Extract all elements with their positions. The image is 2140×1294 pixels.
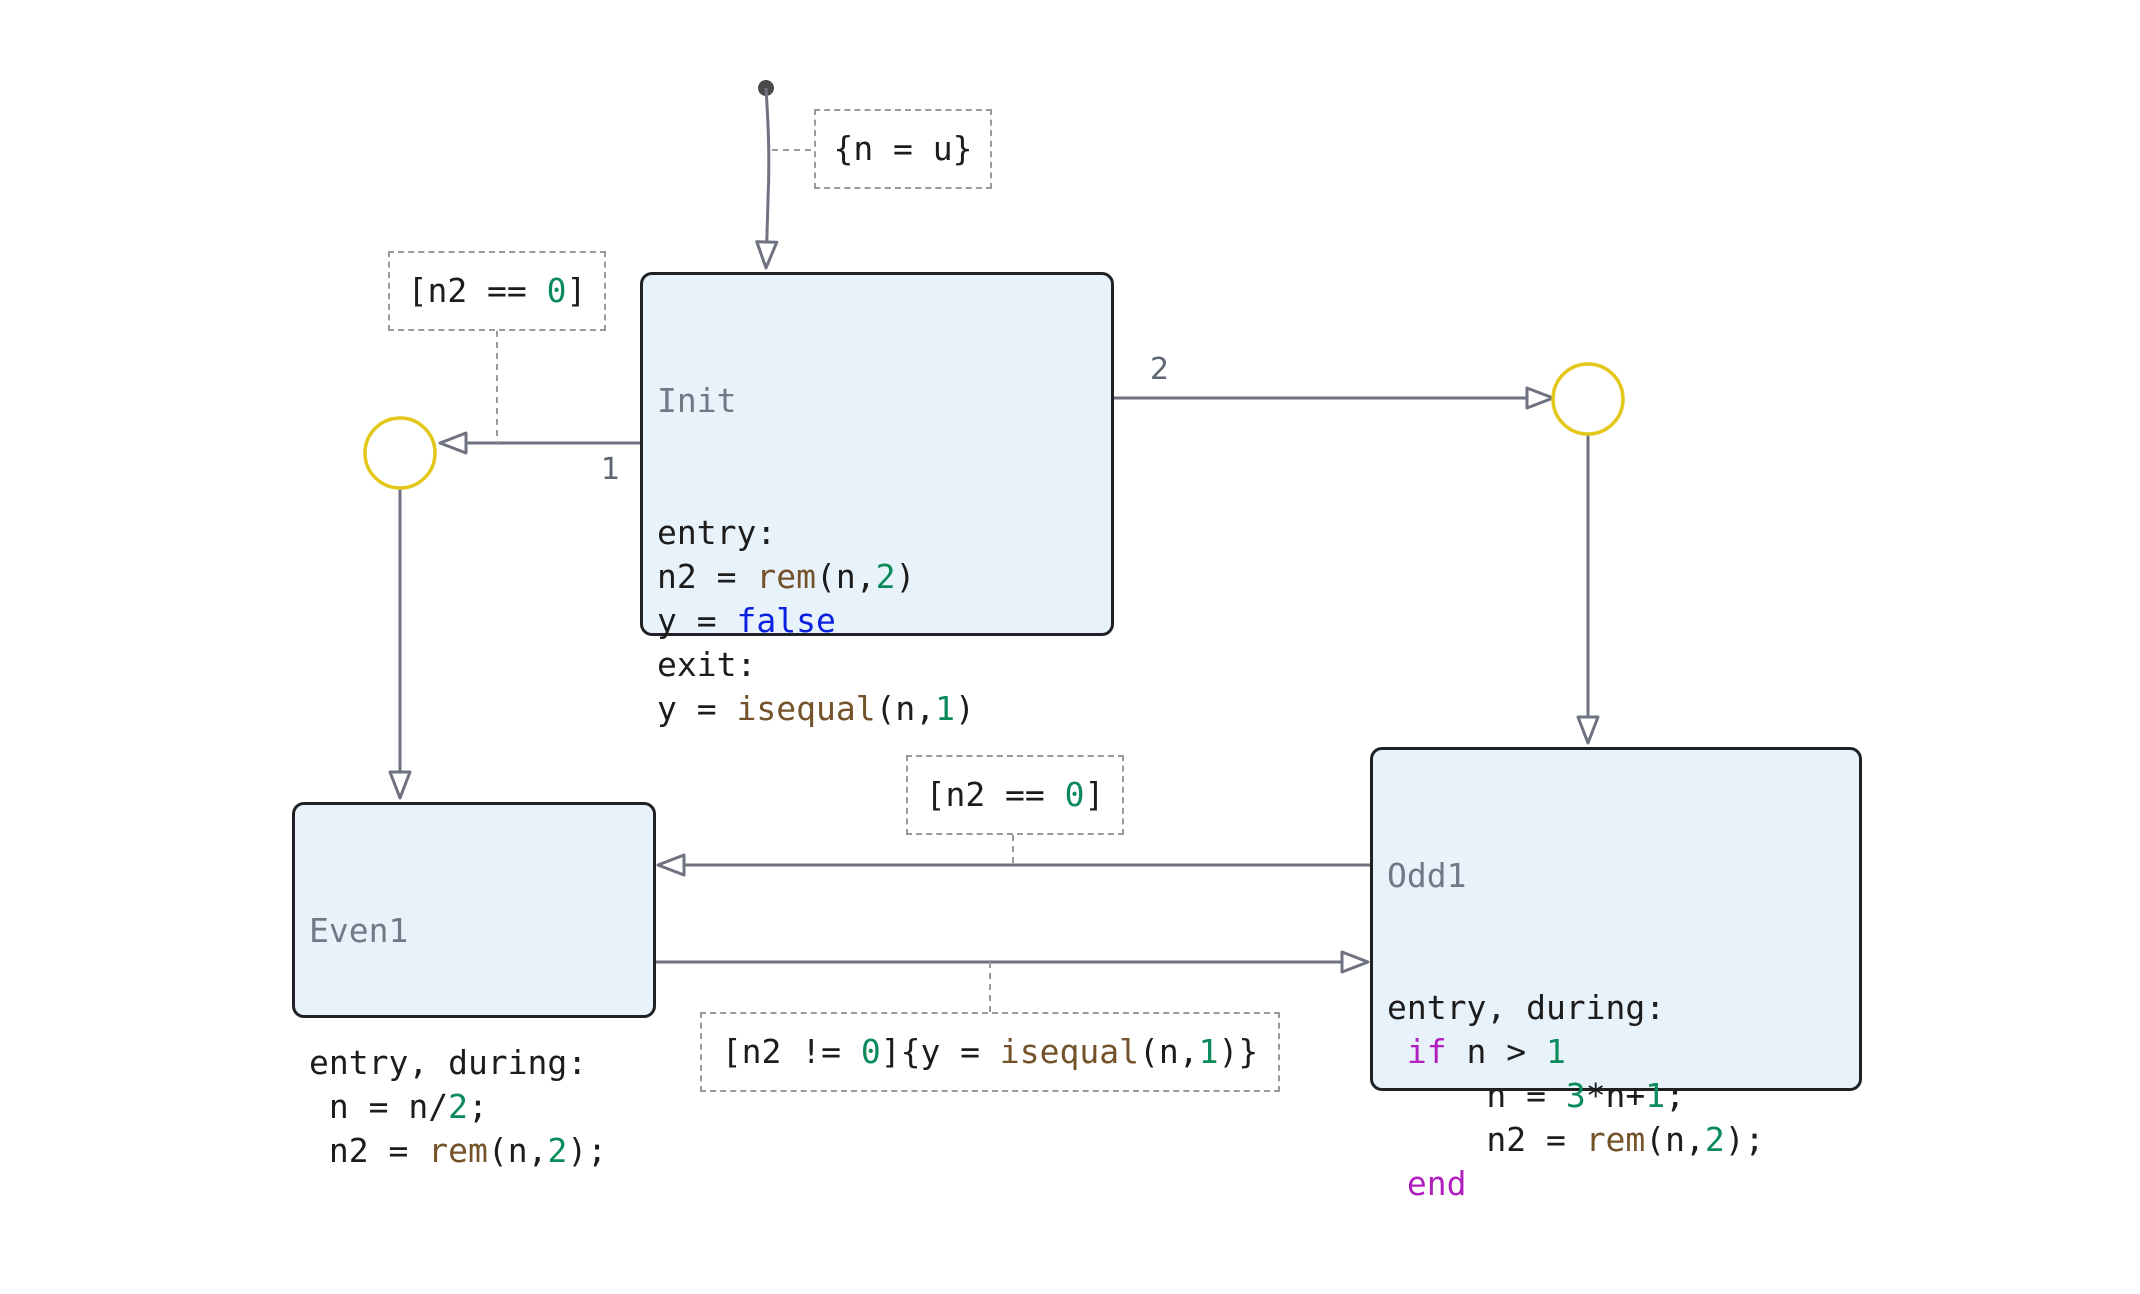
stateflow-chart: 1 2 {n = u} [n2 == 0] [n2 == 0] [n2 != 0… bbox=[292, 80, 1862, 1203]
code-token: isequal bbox=[999, 1032, 1139, 1071]
transition-order-1: 1 bbox=[601, 452, 621, 487]
code-token: ] bbox=[566, 271, 587, 310]
code-token: ); bbox=[1724, 1120, 1765, 1159]
state-even1[interactable]: Even1 entry, during: n = n/2; n2 = rem(n… bbox=[292, 802, 656, 1170]
code-token: 3 bbox=[1565, 1076, 1586, 1115]
code-token: false bbox=[736, 601, 836, 640]
code-token: ; bbox=[1665, 1076, 1686, 1115]
code-token: *n+ bbox=[1585, 1076, 1646, 1115]
code-token: entry, during: bbox=[309, 1043, 588, 1082]
code-token: (n, bbox=[1139, 1032, 1199, 1071]
code-token bbox=[1387, 1164, 1407, 1203]
code-token: {n = u} bbox=[833, 129, 973, 168]
code-token: (n, bbox=[815, 557, 876, 596]
code-token: n > bbox=[1446, 1032, 1546, 1071]
code-token: ] bbox=[1084, 775, 1105, 814]
code-token: (n, bbox=[1645, 1120, 1705, 1159]
guard-bottom-label: [n2 != 0]{y = isequal(n,1)} bbox=[700, 1012, 1280, 1092]
code-token: entry: bbox=[657, 513, 777, 552]
connectors-layer bbox=[363, 80, 1625, 1012]
code-token: ]{y = bbox=[880, 1032, 1000, 1071]
code-token: n2 = bbox=[309, 1131, 429, 1170]
code-token: ) bbox=[955, 689, 975, 728]
code-token: y = bbox=[657, 601, 737, 640]
code-token: rem bbox=[428, 1131, 488, 1170]
state-odd1-body: entry, during: if n > 1 n = 3*n+1; n2 = … bbox=[1387, 986, 1845, 1206]
left-junction[interactable] bbox=[363, 416, 437, 490]
code-line: n2 = rem(n,2); bbox=[1387, 1118, 1845, 1162]
code-line: entry, during: bbox=[309, 1041, 639, 1085]
code-token: isequal bbox=[736, 689, 876, 728]
code-token: n2 = bbox=[657, 557, 757, 596]
code-token: )} bbox=[1218, 1032, 1259, 1071]
guard-mid-label: [n2 == 0] bbox=[906, 755, 1124, 835]
code-token: 0 bbox=[860, 1032, 881, 1071]
code-line: n = n/2; bbox=[309, 1085, 639, 1129]
state-odd1[interactable]: Odd1 entry, during: if n > 1 n = 3*n+1; … bbox=[1370, 747, 1862, 1203]
code-line: exit: bbox=[657, 643, 1097, 687]
code-token: 2 bbox=[1704, 1120, 1725, 1159]
code-line: y = isequal(n,1) bbox=[657, 687, 1097, 731]
transition-order-2: 2 bbox=[1150, 352, 1170, 387]
code-token: exit: bbox=[657, 645, 757, 684]
code-token: if bbox=[1406, 1032, 1447, 1071]
code-token bbox=[1387, 1032, 1407, 1071]
code-token: 0 bbox=[1064, 775, 1085, 814]
state-even1-title: Even1 bbox=[309, 911, 409, 950]
code-token: (n, bbox=[487, 1131, 548, 1170]
code-token: 0 bbox=[546, 271, 567, 310]
code-line: n2 = rem(n,2) bbox=[657, 555, 1097, 599]
guard-even-top-label: [n2 == 0] bbox=[388, 251, 606, 331]
code-token: [n2 == bbox=[925, 775, 1065, 814]
code-token: y = bbox=[657, 689, 737, 728]
code-token: (n, bbox=[875, 689, 936, 728]
code-token: 2 bbox=[547, 1131, 568, 1170]
code-line: y = false bbox=[657, 599, 1097, 643]
code-token: n2 = bbox=[1387, 1120, 1586, 1159]
code-token: 2 bbox=[448, 1087, 468, 1126]
code-token: 1 bbox=[1545, 1032, 1566, 1071]
code-token: rem bbox=[756, 557, 816, 596]
code-token: ); bbox=[567, 1131, 608, 1170]
code-line: n2 = rem(n,2); bbox=[309, 1129, 639, 1173]
code-line: end bbox=[1387, 1162, 1845, 1206]
right-junction[interactable] bbox=[1551, 362, 1625, 436]
code-token: end bbox=[1406, 1164, 1467, 1203]
code-token: entry, during: bbox=[1387, 988, 1666, 1027]
state-odd1-title: Odd1 bbox=[1387, 856, 1467, 895]
code-token: [n2 != bbox=[721, 1032, 861, 1071]
state-even1-body: entry, during: n = n/2; n2 = rem(n,2); bbox=[309, 1041, 639, 1173]
code-token: 1 bbox=[1645, 1076, 1666, 1115]
code-line: entry, during: bbox=[1387, 986, 1845, 1030]
code-token: rem bbox=[1585, 1120, 1646, 1159]
code-token: 2 bbox=[875, 557, 896, 596]
code-token: ) bbox=[895, 557, 916, 596]
code-token: ; bbox=[467, 1087, 488, 1126]
code-token: 1 bbox=[935, 689, 956, 728]
code-line: if n > 1 bbox=[1387, 1030, 1845, 1074]
code-line: n = 3*n+1; bbox=[1387, 1074, 1845, 1118]
default-action-label: {n = u} bbox=[814, 109, 992, 189]
code-token: n = bbox=[1387, 1076, 1566, 1115]
code-line: entry: bbox=[657, 511, 1097, 555]
state-init-title: Init bbox=[657, 381, 737, 420]
default-transition-line[interactable] bbox=[755, 87, 779, 270]
code-token: [n2 == bbox=[407, 271, 547, 310]
code-token: 1 bbox=[1198, 1032, 1219, 1071]
code-token: n = n/ bbox=[309, 1087, 449, 1126]
